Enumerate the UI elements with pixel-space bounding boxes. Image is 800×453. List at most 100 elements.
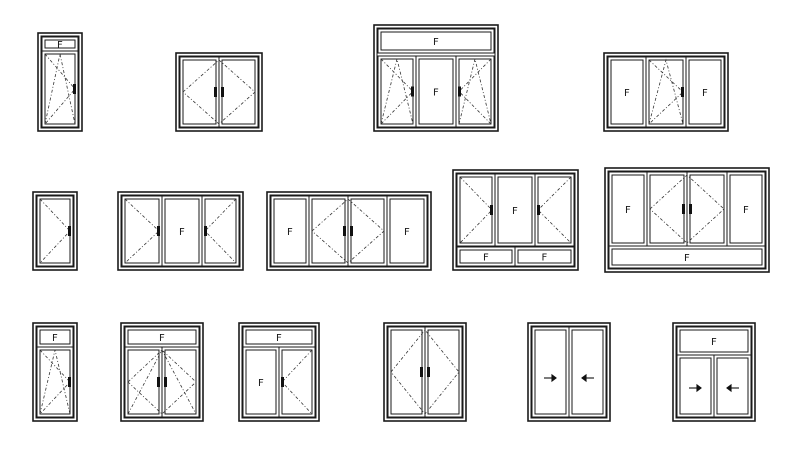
pane-glass: [39, 349, 71, 415]
pane: [218, 56, 259, 128]
pane-glass: [610, 59, 644, 125]
pane: [424, 326, 463, 418]
pane: [534, 173, 575, 247]
inner-frame: [269, 194, 429, 268]
inner-frame: [376, 27, 496, 129]
pane-glass: [380, 58, 414, 125]
pane-glass: [390, 329, 423, 415]
pane: [377, 28, 495, 54]
inner-frame: [123, 325, 201, 419]
pane-glass: [534, 329, 567, 415]
handle-icon: [682, 204, 685, 214]
pane: [121, 195, 163, 267]
handle-icon: [73, 84, 76, 94]
pane-glass: [389, 198, 425, 264]
pane: [36, 346, 74, 418]
pane-glass: [39, 329, 71, 345]
outer-frame: [603, 52, 729, 132]
fixed-label: F: [743, 205, 749, 216]
outer-frame: [238, 322, 320, 422]
fixed-label: F: [159, 333, 165, 344]
pane-glass: [571, 329, 604, 415]
pane: [201, 195, 240, 267]
outer-frame: [120, 322, 204, 422]
pane-glass: [611, 174, 645, 244]
inner-frame: [530, 325, 608, 419]
handle-icon: [350, 226, 353, 236]
outer-frame: [37, 32, 83, 132]
pane-glass: [204, 198, 237, 264]
outer-frame: [32, 191, 78, 271]
opening-line: [537, 176, 572, 244]
pane: [646, 171, 688, 247]
handle-icon: [420, 367, 423, 377]
handle-icon: [427, 367, 430, 377]
outer-frame: [175, 52, 263, 132]
inner-frame: [120, 194, 241, 268]
opening-line: [39, 349, 71, 415]
fixed-label: F: [711, 337, 717, 348]
window-6: F: [117, 191, 244, 271]
handle-icon: [68, 377, 71, 387]
pane-glass: [537, 176, 572, 244]
handle-icon: [689, 204, 692, 214]
pane: [308, 195, 349, 267]
outer-frame: [527, 322, 611, 422]
pane-glass: [44, 53, 76, 125]
inner-frame: [675, 325, 753, 419]
slide-arrow-icon: [551, 373, 557, 383]
outer-frame: [672, 322, 756, 422]
pane-glass: [245, 329, 313, 345]
handle-icon: [343, 226, 346, 236]
handle-icon: [681, 87, 684, 97]
fixed-label: F: [258, 378, 264, 389]
pane: [568, 326, 607, 418]
tilt-line: [458, 58, 492, 125]
slide-arrow-icon: [581, 373, 587, 383]
outer-frame: [373, 24, 499, 132]
pane-glass: [418, 58, 454, 125]
handle-icon: [157, 226, 160, 236]
pane-glass: [459, 249, 513, 264]
fixed-label: F: [433, 88, 439, 99]
pane-glass: [380, 31, 492, 51]
pane-glass: [221, 59, 256, 125]
fixed-label: F: [625, 205, 631, 216]
outer-frame: [604, 167, 770, 273]
inner-frame: [606, 55, 726, 129]
tilt-line: [39, 349, 71, 415]
window-2: [175, 52, 263, 132]
pane-glass: [427, 329, 460, 415]
opening-line: [458, 58, 492, 125]
pane-glass: [716, 357, 749, 415]
handle-icon: [458, 86, 461, 97]
pane: [41, 50, 79, 128]
pane-glass: [458, 58, 492, 125]
fixed-label: F: [483, 253, 489, 264]
inner-frame: [35, 325, 75, 419]
fixed-label: F: [684, 253, 690, 264]
pane: [713, 354, 752, 418]
pane-glass: [679, 357, 712, 415]
outer-frame: [32, 322, 78, 422]
fixed-label: F: [512, 206, 518, 217]
pane-glass: [688, 59, 722, 125]
pane: [455, 55, 495, 128]
handle-icon: [204, 226, 207, 236]
pane: [514, 246, 575, 267]
pane-glass: [164, 349, 197, 415]
window-14: [527, 322, 611, 422]
outer-frame: [117, 191, 244, 271]
pane: [685, 56, 725, 128]
handle-icon: [68, 226, 71, 236]
handle-icon: [157, 377, 160, 387]
fixed-label: F: [702, 88, 708, 99]
fixed-label: F: [179, 227, 185, 238]
opening-line: [648, 59, 684, 125]
opening-line: [459, 176, 493, 244]
pane-glass: [44, 39, 76, 49]
pane-glass: [182, 59, 217, 125]
pane: [676, 354, 715, 418]
inner-frame: [40, 35, 80, 129]
